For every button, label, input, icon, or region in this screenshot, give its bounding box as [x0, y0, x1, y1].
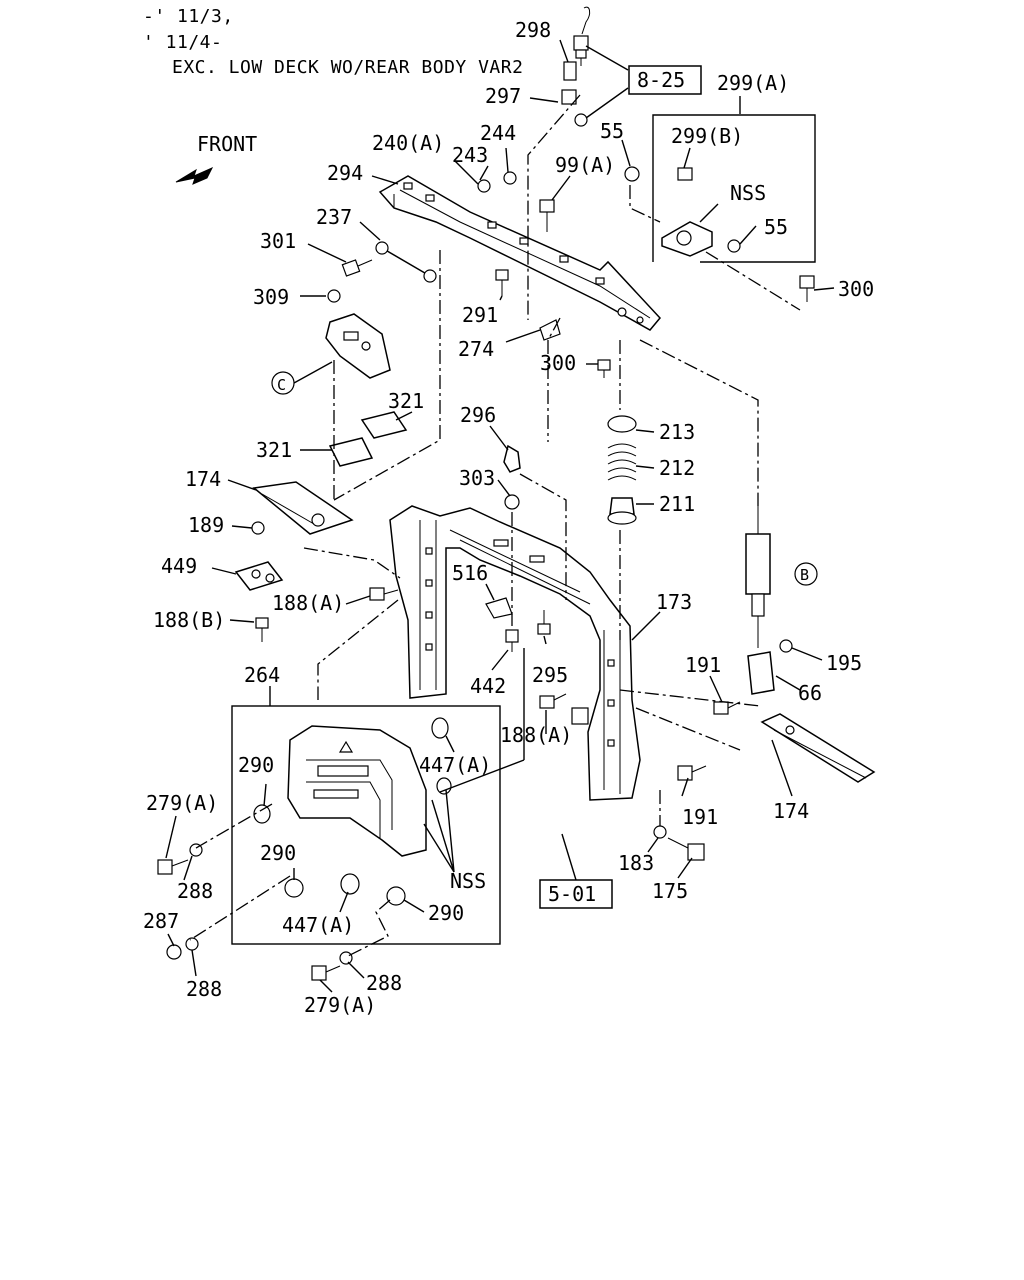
- callout-299b[interactable]: 299(B): [671, 124, 743, 148]
- callout-264[interactable]: 264: [244, 663, 280, 687]
- callout-237[interactable]: 237: [316, 205, 352, 229]
- callout-195[interactable]: 195: [826, 651, 862, 675]
- callout-297[interactable]: 297: [485, 84, 521, 108]
- callout-301[interactable]: 301: [260, 229, 296, 253]
- callout-243[interactable]: 243: [452, 143, 488, 167]
- ref-box-5-01[interactable]: 5-01: [548, 882, 596, 906]
- callout-279a-left[interactable]: 279(A): [146, 791, 218, 815]
- callout-321-b[interactable]: 321: [256, 438, 292, 462]
- callout-nss-bottom[interactable]: NSS: [450, 869, 486, 893]
- callout-174-right[interactable]: 174: [773, 799, 809, 823]
- callout-447a-top[interactable]: 447(A): [419, 753, 491, 777]
- callout-288-top[interactable]: 288: [177, 879, 213, 903]
- spring-assembly-part: [607, 415, 637, 525]
- callout-303[interactable]: 303: [459, 466, 495, 490]
- cover-264-part: [253, 717, 452, 906]
- callout-290-mid[interactable]: 290: [260, 841, 296, 865]
- ref-box-8-25-frame: [628, 65, 702, 95]
- mount-bracket-174-right-part: [677, 701, 876, 783]
- circle-marker-c: C: [277, 376, 286, 394]
- header-date-range-start: -' 11/3,: [143, 6, 234, 27]
- lower-hardware-part: [157, 843, 353, 981]
- callout-516[interactable]: 516: [452, 561, 488, 585]
- callout-213[interactable]: 213: [659, 420, 695, 444]
- callout-240a[interactable]: 240(A): [372, 131, 444, 155]
- callout-299a[interactable]: 299(A): [717, 71, 789, 95]
- callout-191-top[interactable]: 191: [685, 653, 721, 677]
- group-box-264: [231, 705, 501, 945]
- front-arrow-icon: [175, 166, 214, 185]
- callout-279a-bottom[interactable]: 279(A): [304, 993, 376, 1017]
- callout-nss-top[interactable]: NSS: [730, 181, 766, 205]
- group-box-299a: [652, 114, 816, 263]
- callout-288-bottom-left[interactable]: 288: [186, 977, 222, 1001]
- shim-321-part: [328, 411, 408, 467]
- main-frame-part: [389, 505, 641, 801]
- clip-296-part: [503, 444, 521, 473]
- callout-309[interactable]: 309: [253, 285, 289, 309]
- sensor-298-part: [561, 6, 591, 127]
- callout-290-top[interactable]: 290: [238, 753, 274, 777]
- callout-300-mid[interactable]: 300: [540, 351, 576, 375]
- callout-295[interactable]: 295: [532, 663, 568, 687]
- callout-66[interactable]: 66: [798, 681, 822, 705]
- cross-member-294-part: [378, 175, 661, 331]
- callout-188a-mid[interactable]: 188(A): [500, 723, 572, 747]
- callout-449[interactable]: 449: [161, 554, 197, 578]
- header-date-range-end: ' 11/4-: [143, 32, 223, 53]
- hardware-upper-part: [477, 171, 815, 378]
- callout-99a[interactable]: 99(A): [555, 153, 615, 177]
- callout-298[interactable]: 298: [515, 18, 551, 42]
- callout-189[interactable]: 189: [188, 513, 224, 537]
- front-label: FRONT: [197, 132, 257, 156]
- phantom-lines: [189, 94, 801, 957]
- callout-287[interactable]: 287: [143, 909, 179, 933]
- mount-bracket-174-left-part: [234, 481, 354, 642]
- callout-55-right[interactable]: 55: [764, 215, 788, 239]
- callout-447a-bottom[interactable]: 447(A): [282, 913, 354, 937]
- callout-173[interactable]: 173: [656, 590, 692, 614]
- callout-188b[interactable]: 188(B): [153, 608, 225, 632]
- callout-191-bottom[interactable]: 191: [682, 805, 718, 829]
- callout-294[interactable]: 294: [327, 161, 363, 185]
- callout-290-bottom[interactable]: 290: [428, 901, 464, 925]
- callout-183[interactable]: 183: [618, 851, 654, 875]
- bracket-299-part: [624, 166, 741, 257]
- callout-244[interactable]: 244: [480, 121, 516, 145]
- callout-212[interactable]: 212: [659, 456, 695, 480]
- callout-174-left[interactable]: 174: [185, 467, 221, 491]
- callout-296[interactable]: 296: [460, 403, 496, 427]
- link-rod-237-part: [341, 241, 437, 283]
- callout-175[interactable]: 175: [652, 879, 688, 903]
- callout-274[interactable]: 274: [458, 337, 494, 361]
- ref-box-5-01-frame: [539, 879, 613, 909]
- callout-321-a[interactable]: 321: [388, 389, 424, 413]
- callout-291[interactable]: 291: [462, 303, 498, 327]
- leader-lines: [165, 39, 835, 993]
- frame-hardware-part: [369, 494, 567, 709]
- callout-442[interactable]: 442: [470, 674, 506, 698]
- callout-300-right[interactable]: 300: [838, 277, 874, 301]
- latch-assembly-part: C: [271, 289, 391, 395]
- callout-188a-left[interactable]: 188(A): [272, 591, 344, 615]
- header-variant-note: EXC. LOW DECK WO/REAR BODY VAR2: [172, 57, 524, 78]
- circle-marker-b: B: [800, 566, 809, 584]
- bolt-175-part: [653, 825, 705, 861]
- callout-288-bottom[interactable]: 288: [366, 971, 402, 995]
- callout-55-top[interactable]: 55: [600, 119, 624, 143]
- shock-absorber-part: B: [745, 506, 818, 695]
- callout-211[interactable]: 211: [659, 492, 695, 516]
- ref-box-8-25[interactable]: 8-25: [637, 68, 685, 92]
